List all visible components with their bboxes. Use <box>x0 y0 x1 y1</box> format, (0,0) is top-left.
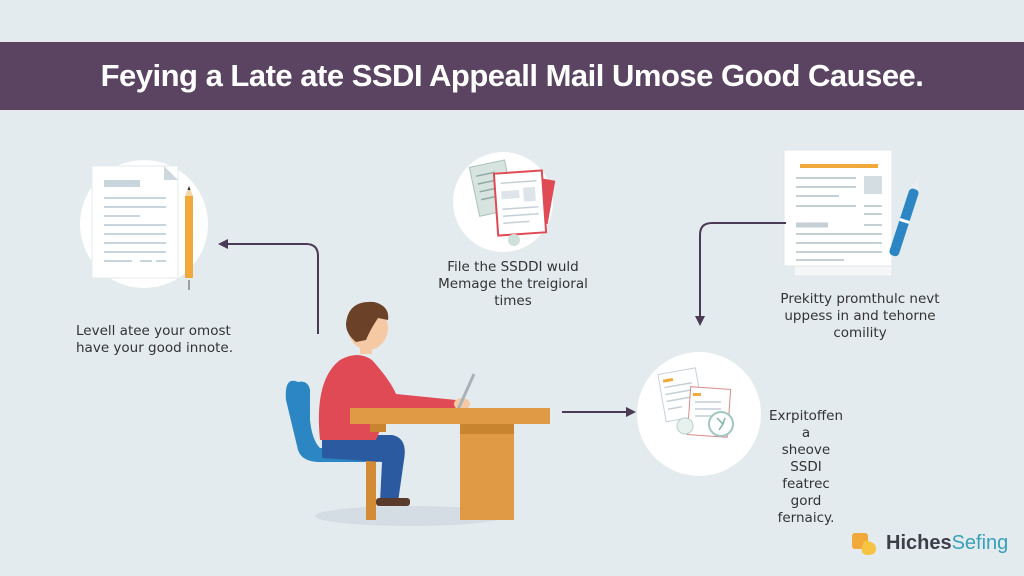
brand-name-bold: Hiches <box>886 532 952 554</box>
step-top-right-caption: Prekitty promthulc nevt uppess in and te… <box>780 291 940 341</box>
brand-logo: HichesSefing <box>852 532 1008 555</box>
document-pen-icon <box>783 149 920 277</box>
document-pencil-icon <box>91 165 193 290</box>
person-at-desk-illustration <box>285 301 550 526</box>
stacked-forms-icon <box>468 159 556 246</box>
certified-forms-icon <box>657 367 734 438</box>
step-top-center-caption: File the SSDDI wuld Memage the treigiora… <box>438 259 588 309</box>
logo-mark-icon <box>852 532 876 555</box>
step-left-caption: Levell atee your omost have your good in… <box>76 323 234 356</box>
brand-name-light: Sefing <box>951 532 1009 554</box>
step-bottom-right-caption: Exrpitoffen a sheove SSDI featrec gord f… <box>768 408 844 526</box>
title-banner: Feying a Late ate SSDI Appeall Mail Umos… <box>0 42 1024 110</box>
page-title: Feying a Late ate SSDI Appeall Mail Umos… <box>100 58 924 93</box>
